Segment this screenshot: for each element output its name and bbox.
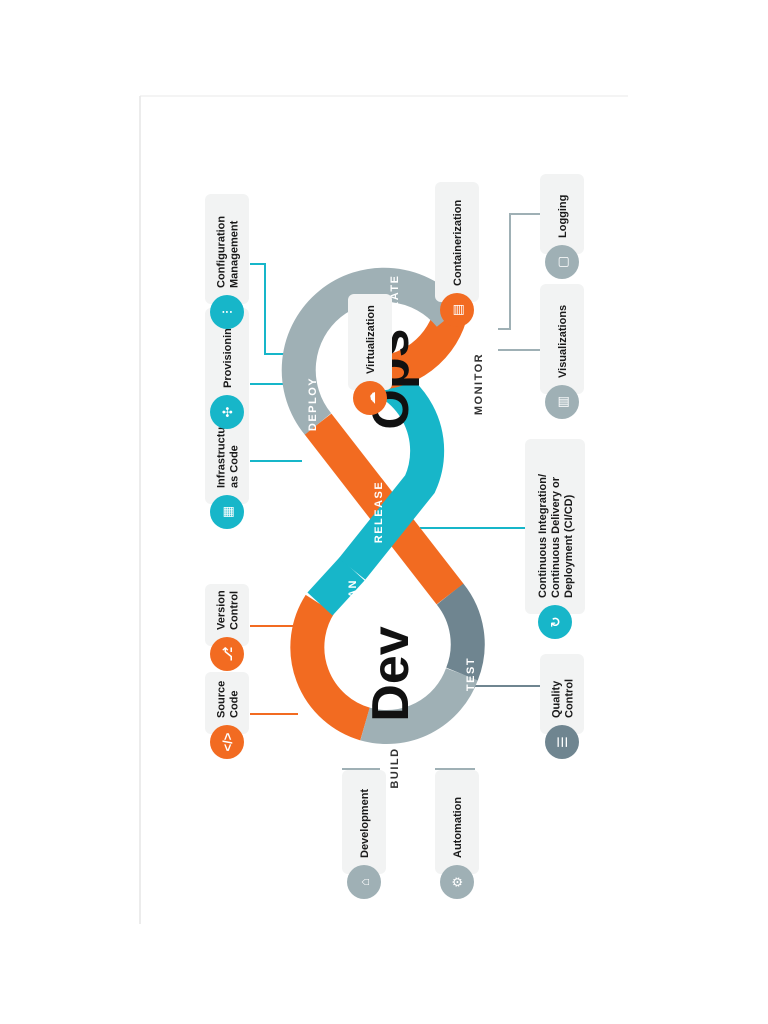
card-label-line: Virtualization: [365, 305, 377, 374]
card-ci-cd: ↻ Continuous Integration/Continuous Deliv…: [525, 439, 585, 639]
container-icon: [440, 293, 474, 327]
card-label-line: Control: [564, 679, 576, 718]
segment-label-test: TEST: [465, 657, 477, 691]
card-label-line: Source: [216, 681, 228, 718]
dev-window-icon: [347, 865, 381, 899]
card-label-line: Visualizations: [557, 305, 569, 378]
sliders-icon: [210, 295, 244, 329]
segment-monitor-arc: [281, 267, 464, 435]
dev-window-icon-glyph: ⌂: [357, 878, 372, 886]
card-label-line: Quality: [551, 680, 563, 718]
card-automation: ⚙ Automation: [435, 770, 479, 899]
card-label-line: as Code: [229, 445, 241, 488]
segment-label-deploy: DEPLOY: [307, 377, 319, 431]
blocks-icon-glyph: ▦: [220, 506, 235, 518]
card-visualizations: ▥ Visualizations: [540, 284, 584, 419]
card-containerization: ▤ Containerization: [435, 182, 479, 327]
card-background: [435, 182, 479, 302]
card-label-line: Deployment (CI/CD): [563, 494, 575, 598]
card-background: [348, 294, 392, 390]
sliders-icon-glyph: ⫶: [220, 310, 235, 313]
bar-chart-icon-glyph: ▥: [555, 396, 570, 408]
segment-plan-arc: [307, 557, 365, 616]
segment-label-release: RELEASE: [373, 481, 385, 543]
card-label-line: Infrastructure: [216, 416, 228, 488]
card-label-line: Continuous Delivery or: [550, 476, 562, 598]
card-background: [205, 584, 249, 646]
card-label-line: Management: [229, 220, 241, 288]
card-provisioning: ✣ Provisioning: [205, 308, 249, 429]
card-label-line: Development: [359, 789, 371, 858]
center-word-dev: Dev: [362, 626, 420, 721]
segment-test-arc: [436, 583, 485, 681]
card-label-line: Automation: [452, 797, 464, 858]
network-icon: [210, 395, 244, 429]
card-label-line: Configuration: [216, 216, 228, 288]
card-background: [205, 308, 249, 404]
card-label-line: Containerization: [452, 200, 464, 286]
card-background: [205, 194, 249, 304]
card-label-line: Control: [229, 591, 241, 630]
segment-code-arc: [290, 594, 371, 741]
segment-build-arc: [360, 667, 478, 744]
branch-icon-glyph: ⎇: [220, 646, 235, 661]
card-background: [435, 770, 479, 874]
gear-icon: [440, 865, 474, 899]
code-icon-glyph: </>: [220, 732, 235, 751]
card-background: [342, 770, 386, 874]
log-file-icon: [545, 245, 579, 279]
cycle-icon: [538, 605, 572, 639]
log-file-icon-glyph: ▢: [555, 256, 570, 268]
connector-logging: [498, 213, 555, 330]
branch-icon: [210, 637, 244, 671]
cloud-icon: [353, 381, 387, 415]
card-label-line: Version: [216, 590, 228, 630]
cloud-icon-glyph: ☁: [363, 392, 378, 405]
card-label-line: Code: [229, 691, 241, 719]
cycle-icon-glyph: ↻: [548, 617, 563, 628]
checklist-icon: [545, 725, 579, 759]
card-background: [205, 672, 249, 734]
card-background: [540, 654, 584, 734]
gear-icon-glyph: ⚙: [450, 876, 465, 888]
card-virtualization: ☁ Virtualization: [348, 294, 392, 415]
card-label-line: Provisioning: [222, 321, 234, 388]
segment-label-build: BUILD: [389, 747, 401, 788]
bar-chart-icon: [545, 385, 579, 419]
container-icon-glyph: ▤: [450, 304, 465, 316]
segment-label-code: CODE: [297, 705, 309, 743]
card-background: [540, 174, 584, 254]
network-icon-glyph: ✣: [220, 406, 235, 417]
card-development: ⌂ Development: [342, 770, 386, 899]
connector-configuration: [250, 263, 300, 355]
code-icon: [210, 725, 244, 759]
segment-labels: CODE PLAN BUILD TEST RELEASE DEPLOY OPER…: [297, 275, 485, 789]
segment-label-plan: PLAN: [347, 579, 359, 615]
segment-label-monitor: MONITOR: [473, 353, 485, 415]
checklist-icon-glyph: ☰: [555, 736, 570, 748]
card-background: [525, 439, 585, 614]
card-logging: ▢ Logging: [540, 174, 584, 279]
card-label-line: Logging: [557, 195, 569, 238]
blocks-icon: [210, 495, 244, 529]
card-background: [540, 284, 584, 394]
card-label-line: Continuous Integration/: [537, 474, 549, 598]
